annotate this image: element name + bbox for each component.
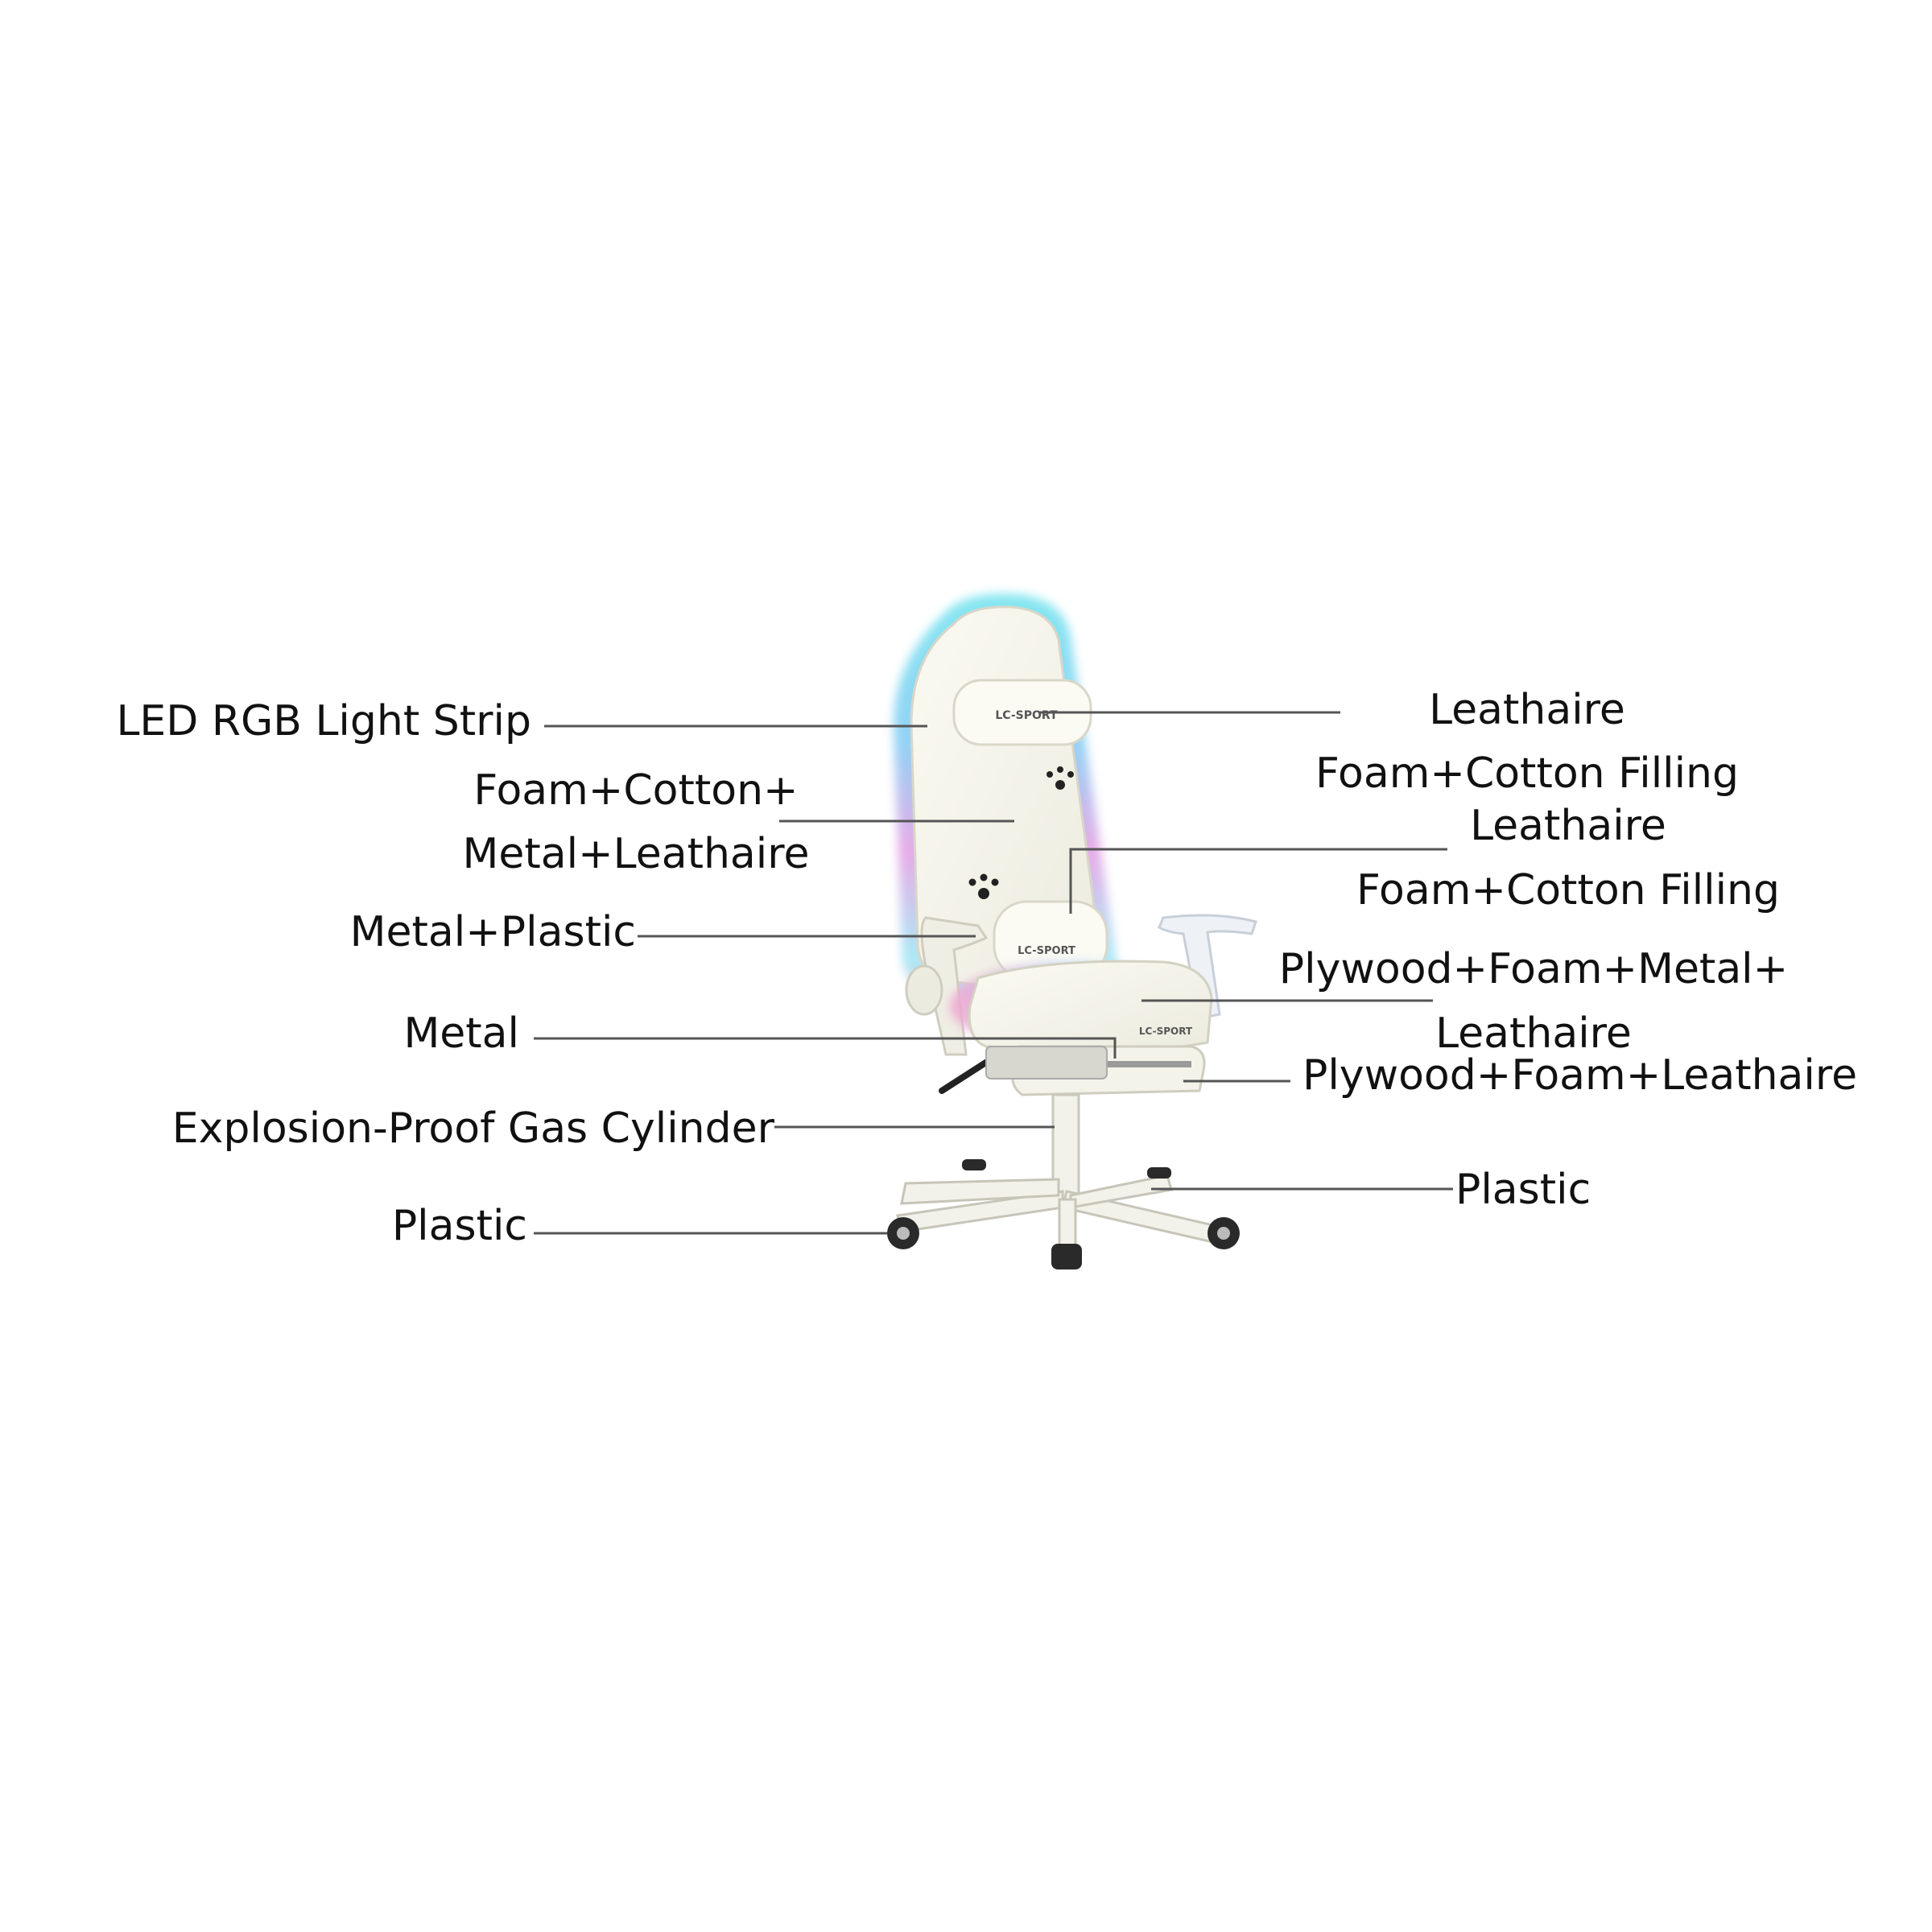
mechanism-plate	[985, 1046, 1108, 1080]
label-gas-cylinder: Explosion-Proof Gas Cylinder	[171, 1104, 774, 1153]
leader-lumbar	[1069, 848, 1447, 914]
headrest-logo: LC-SPORT	[995, 709, 1058, 722]
caster-wheel	[1208, 1217, 1240, 1249]
caster-wheel	[887, 1217, 919, 1249]
seat-logo: LC-SPORT	[1018, 945, 1075, 957]
footrest-logo: LC-SPORT	[1139, 1026, 1193, 1037]
leader-lines	[534, 711, 1453, 1235]
recline-knob	[905, 964, 943, 1016]
label-armrest: Metal+Plastic	[349, 908, 636, 956]
paw-print-icon	[1046, 766, 1074, 790]
label-mechanism: Metal	[403, 1009, 519, 1058]
caster-wheel	[1147, 1167, 1171, 1179]
label-backrest-line1: Foam+Cotton+	[473, 766, 799, 815]
chair-base	[896, 1174, 1225, 1253]
label-headrest-line1: Leathaire	[1429, 686, 1625, 734]
label-casters: Plastic	[391, 1202, 527, 1250]
label-base: Plastic	[1455, 1166, 1591, 1214]
label-seat-line2: Leathaire	[1435, 1009, 1632, 1058]
label-lumbar-line1: Leathaire	[1470, 802, 1666, 850]
caster-wheel	[962, 1159, 986, 1170]
label-headrest-line2: Foam+Cotton Filling	[1315, 749, 1740, 798]
label-footrest: Plywood+Foam+Leathaire	[1302, 1051, 1858, 1100]
leader-mechanism-hook	[982, 1037, 1117, 1059]
label-seat-line1: Plywood+Foam+Metal+	[1278, 945, 1789, 993]
label-led-rgb-light-strip: LED RGB Light Strip	[116, 697, 531, 745]
label-backrest-line2: Metal+Leathaire	[462, 830, 810, 878]
caster-wheel	[1051, 1244, 1082, 1269]
seat-cushion	[968, 960, 1213, 1053]
paw-print-icon	[968, 873, 999, 899]
right-armrest	[1158, 914, 1257, 1020]
label-lumbar-line2: Foam+Cotton Filling	[1356, 866, 1781, 914]
